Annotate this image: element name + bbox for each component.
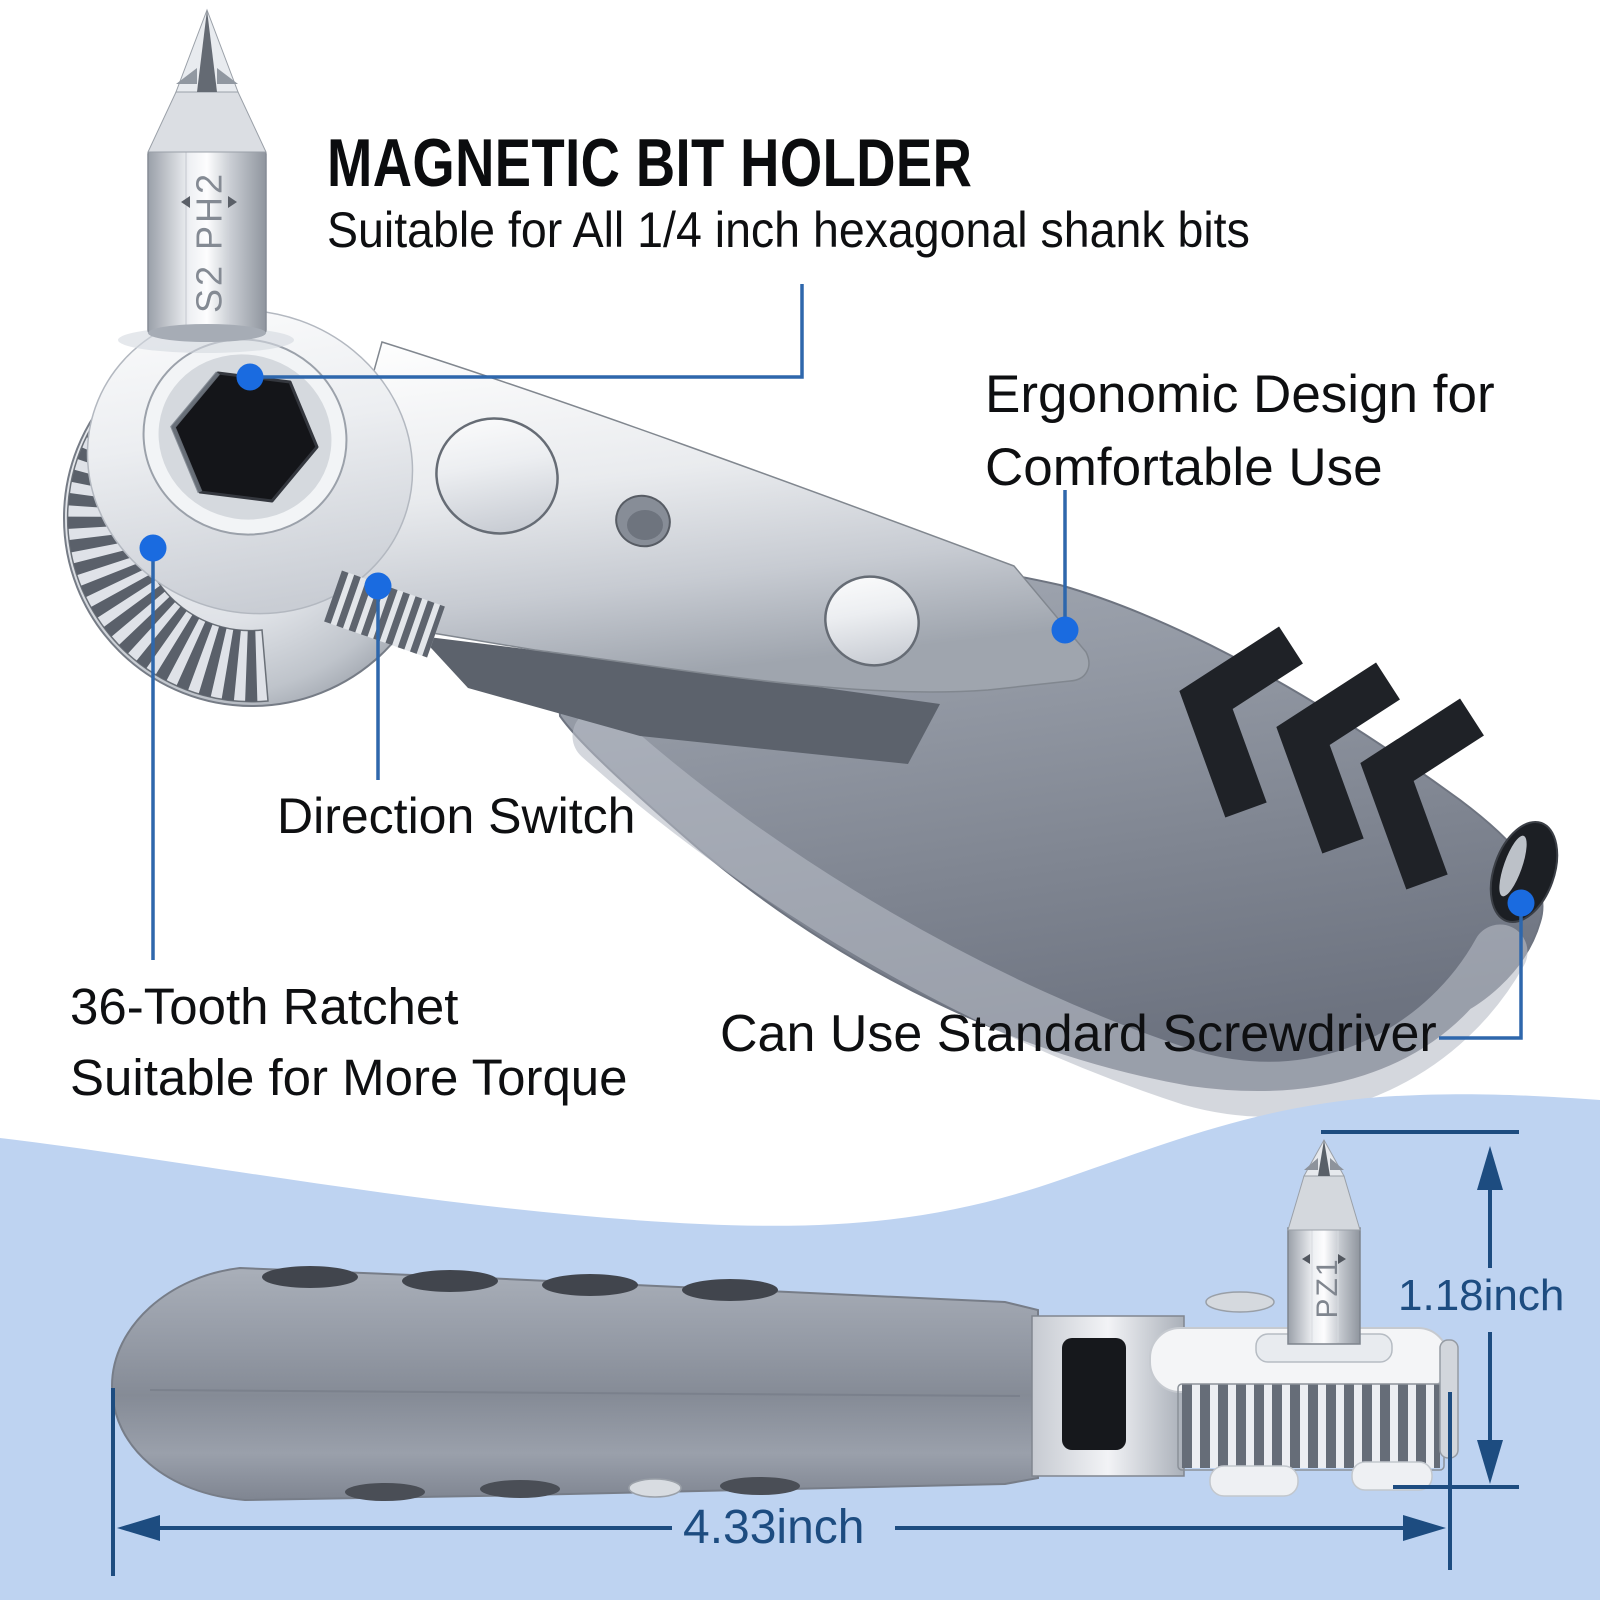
handle-rivet xyxy=(824,575,920,667)
side-bit-engraving: PZ1 xyxy=(1311,1257,1344,1318)
page-subtitle: Suitable for All 1/4 inch hexagonal shan… xyxy=(327,202,1250,258)
side-screw xyxy=(628,1478,682,1498)
side-view-illustration: PZ1 xyxy=(110,1138,1459,1502)
arrow-up-icon xyxy=(1477,1146,1503,1190)
side-grip-notch xyxy=(542,1274,638,1296)
chevron-cutout xyxy=(1276,662,1400,854)
side-bit-flute xyxy=(1304,1158,1318,1170)
hex-socket-highlight xyxy=(170,371,220,493)
label-ratchet-line1: 36-Tooth Ratchet xyxy=(70,978,459,1035)
callout-dot-ergonomic xyxy=(1051,616,1079,644)
bit-tip-flute xyxy=(217,68,238,84)
callout-line-standard xyxy=(1439,915,1523,1040)
dimension-bit-height: 1.18inch xyxy=(1398,1271,1565,1320)
side-bit-flute xyxy=(1330,1158,1344,1170)
side-bit-arrow-mark xyxy=(1338,1254,1346,1264)
bit-engraving: S2 PH2 xyxy=(189,171,230,313)
callout-dot-ratchet xyxy=(139,534,167,562)
side-grip-notch xyxy=(262,1266,358,1288)
side-grip-notch xyxy=(402,1270,498,1292)
direction-switch-knurl xyxy=(324,570,445,658)
callout-dots xyxy=(139,363,1535,917)
label-ergonomic-line1: Ergonomic Design for xyxy=(985,365,1495,424)
dimension-tool-length: 4.33inch xyxy=(683,1501,865,1554)
end-bit-hole-shine xyxy=(1499,835,1527,897)
bit-arrow-mark xyxy=(181,196,190,208)
side-bit-arrow-mark xyxy=(1302,1254,1310,1264)
handle-wedge xyxy=(420,636,940,764)
bit-cone xyxy=(147,91,267,153)
side-tab xyxy=(1209,1465,1299,1497)
label-ratchet-line2: Suitable for More Torque xyxy=(70,1049,628,1106)
arrow-down-icon xyxy=(1477,1440,1503,1484)
arrow-right-icon xyxy=(1403,1515,1446,1541)
chevron-cutout xyxy=(1179,626,1303,818)
callout-line-bit-holder xyxy=(250,284,804,379)
label-ergonomic-line2: Comfortable Use xyxy=(985,438,1383,497)
arrow-left-icon xyxy=(117,1515,160,1541)
bit-tip-flute xyxy=(176,68,197,84)
side-handle xyxy=(110,1266,1039,1502)
label-standard-screwdriver: Can Use Standard Screwdriver xyxy=(720,1005,1437,1063)
side-rivet xyxy=(1205,1291,1275,1313)
callout-dot-standard xyxy=(1507,889,1535,917)
side-chrome-slot xyxy=(1062,1338,1126,1450)
bit-base xyxy=(148,324,266,342)
ratchet-tool-illustration xyxy=(63,309,1559,1117)
bit-tip-groove xyxy=(197,10,217,92)
end-bit-hole xyxy=(1489,820,1559,924)
side-bit-groove xyxy=(1318,1140,1330,1176)
callout-dot-direction xyxy=(364,572,392,600)
handle-highlight xyxy=(572,708,1528,1117)
pivot-disc xyxy=(435,417,559,535)
side-grip-notch xyxy=(480,1480,560,1498)
side-tab xyxy=(1351,1461,1433,1491)
bit-arrow-mark xyxy=(228,196,237,208)
label-direction-switch: Direction Switch xyxy=(277,788,636,844)
dimension-arrowheads xyxy=(117,1146,1503,1541)
dimension-lines xyxy=(111,1130,1519,1576)
page-title: MAGNETIC BIT HOLDER xyxy=(327,125,973,201)
chevron-cutout xyxy=(1360,698,1484,890)
side-grip-notch xyxy=(682,1279,778,1301)
callout-dot-bit-holder xyxy=(236,363,264,391)
side-grip-notch xyxy=(720,1477,800,1495)
side-bit-shank xyxy=(1287,1227,1361,1345)
ph2-bit-illustration: S2 PH2 xyxy=(118,8,294,353)
callout-lines xyxy=(151,284,1523,1040)
plate-hole-shadow xyxy=(627,510,663,540)
side-grip-notch xyxy=(345,1483,425,1501)
